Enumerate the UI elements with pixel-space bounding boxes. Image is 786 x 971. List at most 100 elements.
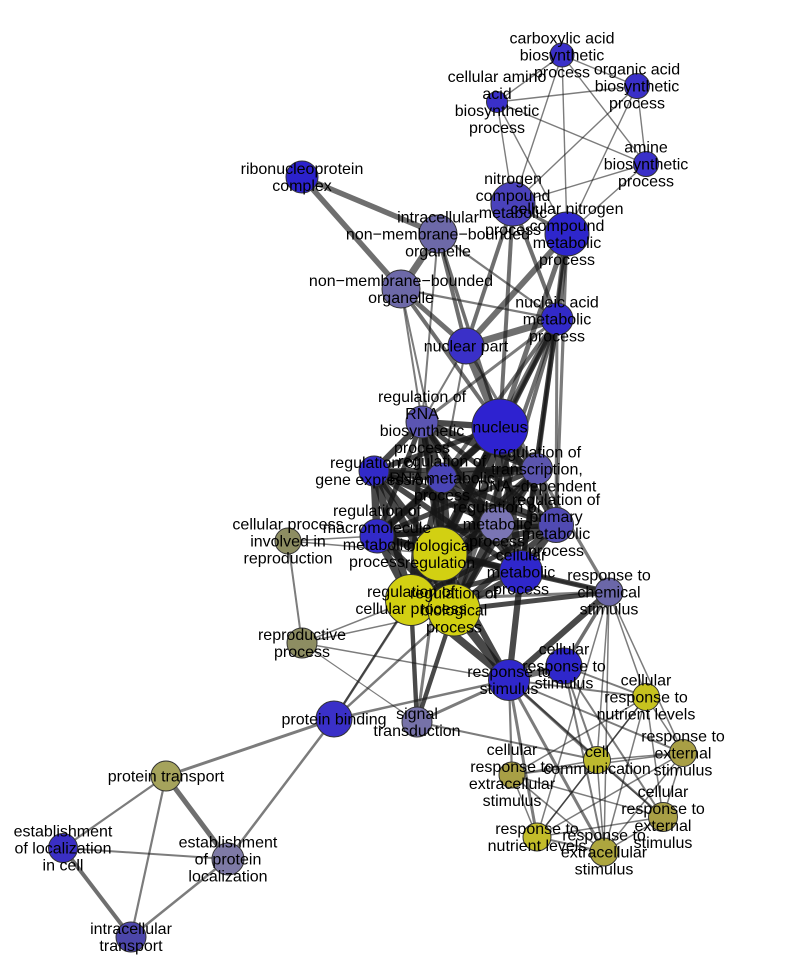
- svg-text:gene expression: gene expression: [315, 472, 432, 489]
- svg-text:process: process: [274, 644, 330, 661]
- svg-text:regulation of: regulation of: [330, 455, 419, 472]
- svg-text:biosynthetic: biosynthetic: [455, 103, 540, 120]
- svg-text:localization: localization: [188, 869, 267, 886]
- svg-text:response to: response to: [495, 821, 579, 838]
- svg-text:protein binding: protein binding: [282, 712, 387, 729]
- svg-text:cellular: cellular: [487, 742, 538, 759]
- svg-text:regulation of: regulation of: [333, 503, 422, 520]
- svg-text:biosynthetic: biosynthetic: [380, 423, 465, 440]
- svg-text:process: process: [414, 488, 470, 505]
- svg-text:metabolic: metabolic: [487, 565, 555, 582]
- svg-text:metabolic: metabolic: [343, 537, 411, 554]
- svg-text:RNA: RNA: [405, 406, 439, 423]
- svg-text:compound: compound: [530, 218, 605, 235]
- svg-text:cellular: cellular: [496, 548, 547, 565]
- svg-text:establishment: establishment: [179, 835, 278, 852]
- svg-text:cellular: cellular: [638, 784, 689, 801]
- svg-text:cellular: cellular: [539, 642, 590, 659]
- svg-text:biological: biological: [407, 538, 474, 555]
- svg-text:stimulus: stimulus: [654, 763, 713, 780]
- svg-text:metabolic: metabolic: [522, 526, 590, 543]
- svg-text:primary: primary: [529, 509, 582, 526]
- svg-text:process: process: [394, 440, 450, 457]
- svg-text:amine: amine: [624, 140, 668, 157]
- svg-text:non−membrane−bounded: non−membrane−bounded: [346, 227, 530, 244]
- svg-text:process: process: [469, 534, 525, 551]
- svg-text:response to: response to: [470, 759, 554, 776]
- svg-text:organelle: organelle: [368, 290, 434, 307]
- svg-text:response to: response to: [641, 729, 725, 746]
- svg-text:RNA metabolic: RNA metabolic: [389, 471, 495, 488]
- svg-text:stimulus: stimulus: [483, 793, 542, 810]
- svg-text:nucleus: nucleus: [472, 420, 527, 437]
- svg-text:ribonucleoprotein: ribonucleoprotein: [241, 161, 364, 178]
- svg-text:communication: communication: [543, 761, 651, 778]
- svg-text:regulation of: regulation of: [410, 586, 499, 603]
- svg-text:regulation of: regulation of: [367, 584, 456, 601]
- svg-text:metabolic: metabolic: [533, 235, 601, 252]
- svg-text:transduction: transduction: [373, 723, 460, 740]
- svg-text:regulation of: regulation of: [493, 445, 582, 462]
- svg-text:process: process: [485, 222, 541, 239]
- svg-text:biological: biological: [421, 603, 488, 620]
- svg-text:organic acid: organic acid: [594, 62, 680, 79]
- svg-text:cell: cell: [585, 744, 609, 761]
- svg-text:regulation of: regulation of: [398, 454, 487, 471]
- svg-text:regulation: regulation: [405, 555, 475, 572]
- svg-text:process: process: [539, 252, 595, 269]
- svg-text:intracellular: intracellular: [397, 210, 479, 227]
- svg-text:compound: compound: [476, 188, 551, 205]
- svg-text:process: process: [349, 554, 405, 571]
- svg-text:metabolic: metabolic: [463, 517, 531, 534]
- svg-text:signal: signal: [396, 706, 438, 723]
- svg-text:stimulus: stimulus: [580, 602, 639, 619]
- svg-text:intracellular: intracellular: [90, 921, 172, 938]
- svg-text:nutrient levels: nutrient levels: [488, 838, 587, 855]
- svg-text:transcription,: transcription,: [491, 462, 583, 479]
- svg-text:protein transport: protein transport: [108, 769, 225, 786]
- svg-text:stimulus: stimulus: [480, 681, 539, 698]
- svg-text:response to: response to: [567, 568, 651, 585]
- svg-text:acid: acid: [482, 86, 511, 103]
- svg-text:extracellular: extracellular: [469, 776, 556, 793]
- svg-text:carboxylic acid: carboxylic acid: [510, 31, 615, 48]
- svg-text:external: external: [635, 818, 692, 835]
- svg-text:response to: response to: [562, 828, 646, 845]
- svg-text:stimulus: stimulus: [634, 835, 693, 852]
- svg-text:nutrient levels: nutrient levels: [597, 707, 696, 724]
- svg-text:process: process: [469, 120, 525, 137]
- svg-text:nitrogen: nitrogen: [484, 171, 542, 188]
- svg-text:non−membrane−bounded: non−membrane−bounded: [309, 273, 493, 290]
- svg-text:process: process: [529, 329, 585, 346]
- svg-text:cellular process: cellular process: [355, 601, 466, 618]
- svg-text:transport: transport: [99, 938, 163, 955]
- svg-text:biosynthetic: biosynthetic: [604, 157, 689, 174]
- svg-text:stimulus: stimulus: [535, 676, 594, 693]
- svg-text:complex: complex: [272, 178, 332, 195]
- svg-text:cellular: cellular: [621, 673, 672, 690]
- svg-text:involved in: involved in: [250, 534, 326, 551]
- svg-text:regulation of: regulation of: [453, 500, 542, 517]
- svg-text:reproduction: reproduction: [244, 551, 333, 568]
- svg-text:regulation of: regulation of: [378, 389, 467, 406]
- svg-text:regulation of: regulation of: [512, 492, 601, 509]
- svg-text:nuclear part: nuclear part: [424, 339, 509, 356]
- svg-text:biosynthetic: biosynthetic: [595, 79, 680, 96]
- svg-text:nucleic acid: nucleic acid: [515, 295, 599, 312]
- svg-text:of protein: of protein: [195, 852, 262, 869]
- svg-text:DNA−dependent: DNA−dependent: [478, 479, 597, 496]
- svg-text:organelle: organelle: [405, 244, 471, 261]
- svg-text:metabolic: metabolic: [523, 312, 591, 329]
- svg-text:cellular amino: cellular amino: [448, 69, 547, 86]
- svg-text:process: process: [618, 174, 674, 191]
- svg-text:macromolecule: macromolecule: [323, 520, 432, 537]
- svg-text:stimulus: stimulus: [575, 862, 634, 879]
- svg-text:response to: response to: [621, 801, 705, 818]
- svg-text:biosynthetic: biosynthetic: [520, 48, 605, 65]
- svg-text:external: external: [655, 746, 712, 763]
- svg-text:process: process: [426, 620, 482, 637]
- svg-text:response to: response to: [604, 690, 688, 707]
- svg-text:process: process: [528, 543, 584, 560]
- svg-text:metabolic: metabolic: [479, 205, 547, 222]
- svg-text:cellular process: cellular process: [232, 517, 343, 534]
